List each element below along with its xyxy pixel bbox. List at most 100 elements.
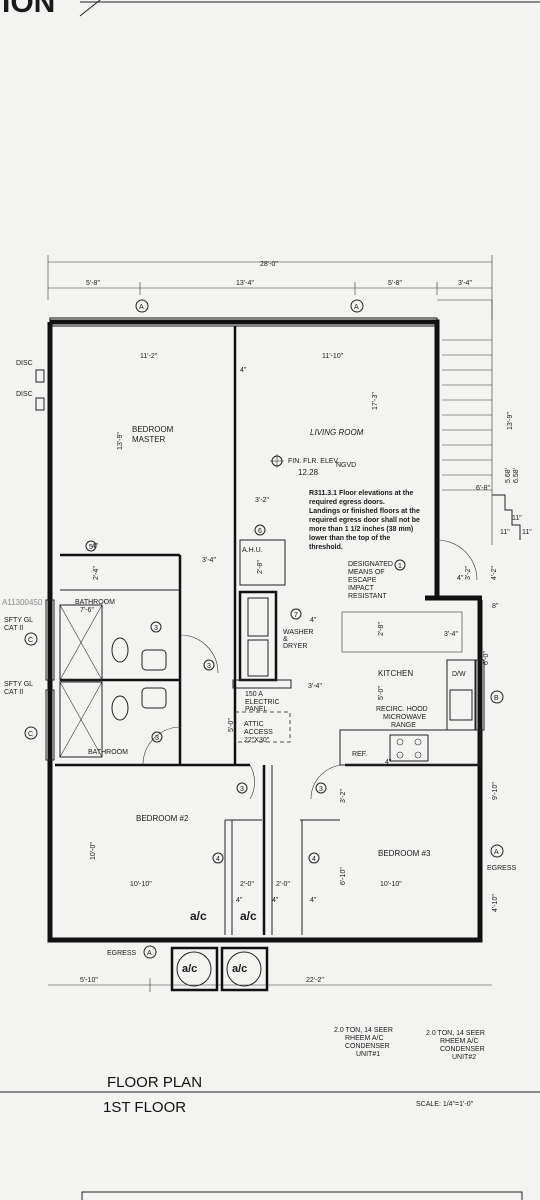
svg-text:Landings or finished floors at: Landings or finished floors at the	[309, 508, 420, 515]
washer-symbol	[247, 597, 269, 637]
marker-b: B	[494, 695, 499, 702]
toilet-top	[111, 637, 129, 663]
electric-panel-label: 150 A ELECTRIC PANEL	[245, 691, 280, 713]
dim-9-10: 9'-10"	[492, 782, 499, 800]
dim-4-h: 4"	[310, 617, 317, 624]
dim-bottom-left: 5'-10"	[80, 977, 98, 984]
marker-5	[85, 540, 97, 552]
marker-a-2: A	[354, 304, 359, 311]
room-bathroom-top: BATHROOM	[75, 599, 115, 606]
dim-5-68: 5.68'	[505, 468, 512, 483]
door-swing-bed2	[249, 764, 255, 800]
svg-text:ATTIC: ATTIC	[244, 721, 264, 728]
svg-text:ACCESS: ACCESS	[244, 729, 273, 736]
attic-access-label: ATTIC ACCESS 22"X30"	[244, 721, 273, 744]
room-bedroom-master-line1: BEDROOM	[132, 425, 174, 434]
svg-text:R311.3.1 Floor elevations at t: R311.3.1 Floor elevations at the	[309, 490, 413, 497]
marker-1	[394, 559, 406, 571]
svg-text:RHEEM A/C: RHEEM A/C	[345, 1035, 384, 1042]
window-tag-a-bottom	[143, 945, 157, 959]
watermark: A11300450	[2, 598, 43, 607]
svg-text:CONDENSER: CONDENSER	[345, 1043, 390, 1050]
bedroom-closets	[224, 819, 340, 935]
room-bathroom-bottom: BATHROOM	[88, 749, 128, 756]
elevation-label-1: FIN. FLR. ELEV.	[288, 458, 340, 465]
dim-17-3: 17'-3"	[372, 392, 379, 410]
disc-box-2	[35, 397, 45, 411]
marker-3-b-text: 3	[207, 663, 211, 670]
burner	[414, 738, 422, 746]
window-right-b	[475, 659, 485, 731]
shower-bottom	[59, 681, 103, 758]
dim-2-8: 2'-8"	[378, 622, 385, 636]
svg-text:CAT II: CAT II	[4, 689, 23, 696]
dim-4-a: 4"	[240, 367, 247, 374]
svg-text:PANEL: PANEL	[245, 706, 268, 713]
egress-bottom-label: EGRESS	[107, 950, 137, 957]
dim-2-6: 2'-8"	[257, 560, 264, 574]
dim-6-0: 6'-0"	[483, 651, 490, 665]
dim-top-seg-3: 5'-8"	[388, 280, 402, 287]
room-living-room: LIVING ROOM	[310, 428, 364, 437]
dim-2-0-a: 2'-0"	[240, 881, 254, 888]
dim-3-2-b: 3'-2"	[340, 789, 347, 803]
marker-3-a	[150, 621, 162, 633]
ac-unit-1-label: a/c	[182, 963, 197, 975]
ac-unit-2-label: a/c	[232, 963, 247, 975]
dryer-symbol	[247, 639, 269, 677]
svg-text:MICROWAVE: MICROWAVE	[383, 714, 426, 721]
door-swing-entry	[436, 539, 478, 581]
attic-access-outline	[234, 711, 291, 743]
dim-top-seg-2: 13'-4"	[236, 280, 254, 287]
kitchen-sink	[449, 689, 473, 721]
room-bedroom-2: BEDROOM #2	[136, 814, 189, 823]
svg-text:threshold.: threshold.	[309, 544, 343, 551]
title-1st-floor: 1ST FLOOR	[103, 1099, 186, 1116]
dim-10-10-b: 10'-10"	[380, 881, 402, 888]
title-floor-plan: FLOOR PLAN	[107, 1074, 202, 1091]
window-left-1	[45, 599, 55, 681]
svg-text:MEANS OF: MEANS OF	[348, 569, 385, 576]
door-swing-bath2	[142, 726, 181, 766]
window-left-2	[45, 689, 55, 761]
dim-overall-top: 28'-0"	[260, 261, 278, 268]
svg-text:DESIGNATED: DESIGNATED	[348, 561, 393, 568]
marker-3-c	[151, 731, 163, 743]
dishwasher-label: D/W	[452, 671, 466, 678]
egress-right-label: EGRESS	[487, 865, 517, 872]
exterior-stairs	[437, 299, 521, 545]
dim-11-b: 11"	[500, 529, 510, 536]
dim-3-4-b: 3'-4"	[308, 683, 322, 690]
shower-x	[59, 604, 103, 681]
burner	[414, 751, 422, 759]
dim-4-b: 4"	[385, 759, 392, 766]
dim-6-58: 6.58'	[513, 468, 520, 483]
washer-dryer-label: WASHER & DRYER	[283, 629, 313, 650]
dim-5-0: 5'-0"	[378, 686, 385, 700]
door-swing-bed3	[310, 764, 346, 800]
lavatory-top	[141, 649, 167, 671]
marker-3-d	[236, 782, 248, 794]
marker-4-a-text: 4	[216, 856, 220, 863]
toilet-bottom	[111, 695, 129, 721]
disc-label-1: DISC	[16, 360, 33, 367]
hood-label: RECIRC. HOOD MICROWAVE RANGE	[376, 706, 428, 729]
dim-4-f: 4"	[92, 543, 99, 550]
ac-condenser-2	[220, 946, 269, 992]
burner	[396, 738, 404, 746]
room-bedroom-master-line2: MASTER	[132, 435, 166, 444]
svg-text:RESISTANT: RESISTANT	[348, 593, 387, 600]
range-symbol	[389, 734, 429, 762]
dim-10-10-a: 10'-10"	[130, 881, 152, 888]
marker-a-4: A	[147, 950, 152, 957]
elevation-label-2: NGVD	[336, 462, 356, 469]
dim-top-seg-4: 3'-4"	[458, 280, 472, 287]
svg-text:UNIT#2: UNIT#2	[452, 1054, 476, 1061]
marker-4-b	[308, 852, 320, 864]
svg-text:WASHER: WASHER	[283, 629, 313, 636]
dim-4-g: 4"	[457, 575, 464, 582]
svg-text:RECIRC. HOOD: RECIRC. HOOD	[376, 706, 428, 713]
grid-marker-a-top-right	[350, 299, 364, 313]
marker-3-d-text: 3	[240, 786, 244, 793]
